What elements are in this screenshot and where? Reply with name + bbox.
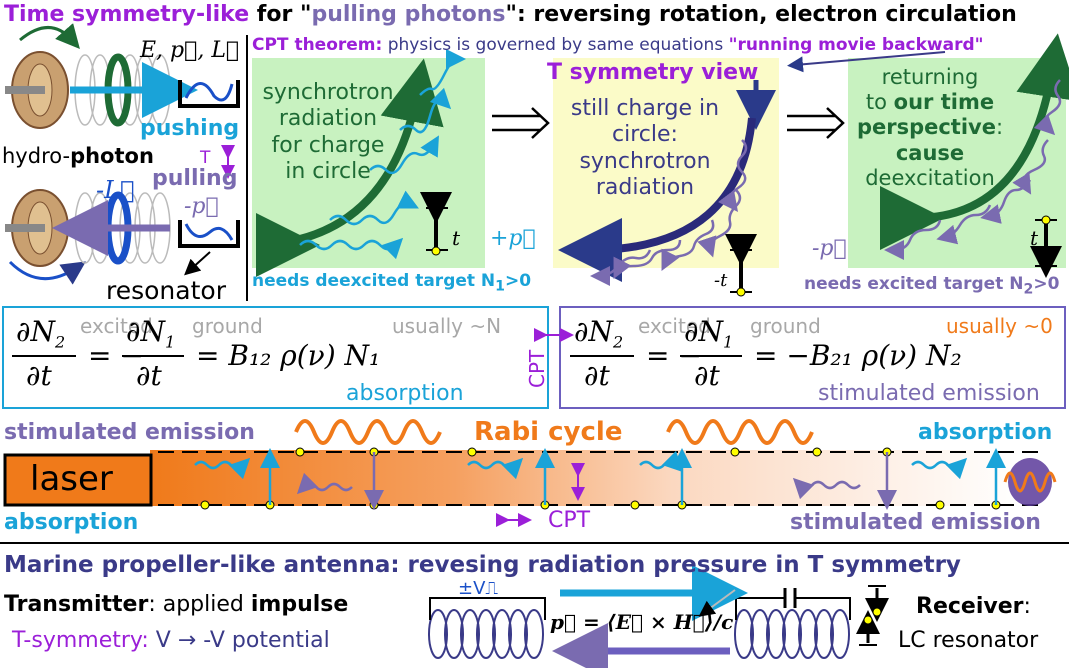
eq-left-eq1: = − — [88, 339, 144, 372]
pm-v-label: ±V⎍ — [458, 578, 498, 599]
eq-left-num2: ∂N1 — [126, 315, 176, 352]
panel3-t: t — [1030, 226, 1039, 250]
neg-p-label: -p⃗ — [184, 194, 219, 219]
resonator-label: resonator — [106, 276, 226, 305]
panel1-t: t — [452, 226, 461, 250]
panel2-title: T symmetry view — [547, 60, 759, 85]
eq-left-sup-excited: excited — [80, 314, 153, 338]
atom-cloud-icon — [1003, 458, 1057, 506]
eq-right-num2: ∂N1 — [684, 315, 734, 352]
equation-box-stimulated — [559, 306, 1066, 409]
equation-box-absorption — [2, 306, 549, 409]
pulling-label: pulling — [152, 166, 238, 191]
eq-right-note: usually ~0 — [946, 314, 1053, 338]
cpt-bottom-label: CPT — [548, 508, 591, 533]
transmitter-label: Transmitter: applied impulse — [4, 592, 349, 617]
eq-left-note: usually ~N — [392, 314, 502, 338]
hydro-photon-label: hydro-photon — [2, 144, 154, 168]
eq-right-den2: ∂t — [694, 359, 720, 392]
eq-left-den1: ∂t — [26, 359, 52, 392]
eq-left-den2: ∂t — [136, 359, 162, 392]
eq-right-sup-excited: excited — [638, 314, 711, 338]
propeller-top-icon — [5, 51, 69, 129]
section-divider — [0, 542, 1069, 544]
vars-label: E, p⃗, L⃗ — [140, 38, 240, 63]
eq-right-rhs: = −B₂₁ ρ(ν) N₂ — [754, 339, 962, 372]
propeller-bottom-icon — [5, 189, 69, 267]
eq-left-rhs: = B₁₂ ρ(ν) N₁ — [196, 339, 381, 372]
page-title: Time symmetry-like for "pulling photons"… — [4, 2, 1017, 27]
panel1-plus-p: +p⃗ — [490, 226, 536, 251]
eq-right-eq1: = − — [646, 339, 702, 372]
receiver-label: Receiver: — [916, 594, 1031, 619]
divider — [246, 35, 248, 301]
eq-left-label: absorption — [346, 381, 464, 406]
panel2-neg-t: -t — [714, 270, 728, 291]
lc-resonator-label: LC resonator — [898, 628, 1039, 653]
poynting-formula: p⃗ = ⟨E⃗ × H⃗⟩/c — [550, 610, 734, 634]
panel1-caption: needs deexcited target N1>0 — [252, 271, 532, 295]
cpt-header: CPT theorem: physics is governed by same… — [252, 35, 984, 55]
eq-right-sup-ground: ground — [750, 314, 821, 338]
t-label: T — [200, 148, 211, 168]
cpt-vertical-label: CPT — [525, 349, 549, 388]
absorption-left: absorption — [4, 510, 139, 535]
laser-beam — [150, 450, 1020, 506]
stimulated-emission-left: stimulated emission — [4, 420, 255, 445]
rabi-cycle-label: Rabi cycle — [474, 417, 623, 447]
stimulated-emission-right: stimulated emission — [790, 510, 1041, 535]
neg-L-label: -L⃗ — [96, 176, 135, 204]
tsymmetry-label: T-symmetry: V → -V potential — [12, 628, 330, 653]
laser-label: laser — [30, 459, 113, 499]
panel3-caption: needs excited target N2>0 — [804, 274, 1060, 298]
bottom-heading: Marine propeller-like antenna: revesing … — [4, 552, 961, 578]
eq-left-num1: ∂N2 — [16, 315, 66, 352]
eq-right-label: stimulated emission — [818, 381, 1040, 406]
eq-right-num1: ∂N2 — [574, 315, 624, 352]
panel3-neg-p: -p⃗ — [812, 236, 847, 261]
eq-right-den1: ∂t — [584, 359, 610, 392]
pushing-label: pushing — [140, 116, 240, 141]
absorption-right: absorption — [918, 420, 1053, 445]
eq-left-sup-ground: ground — [192, 314, 263, 338]
